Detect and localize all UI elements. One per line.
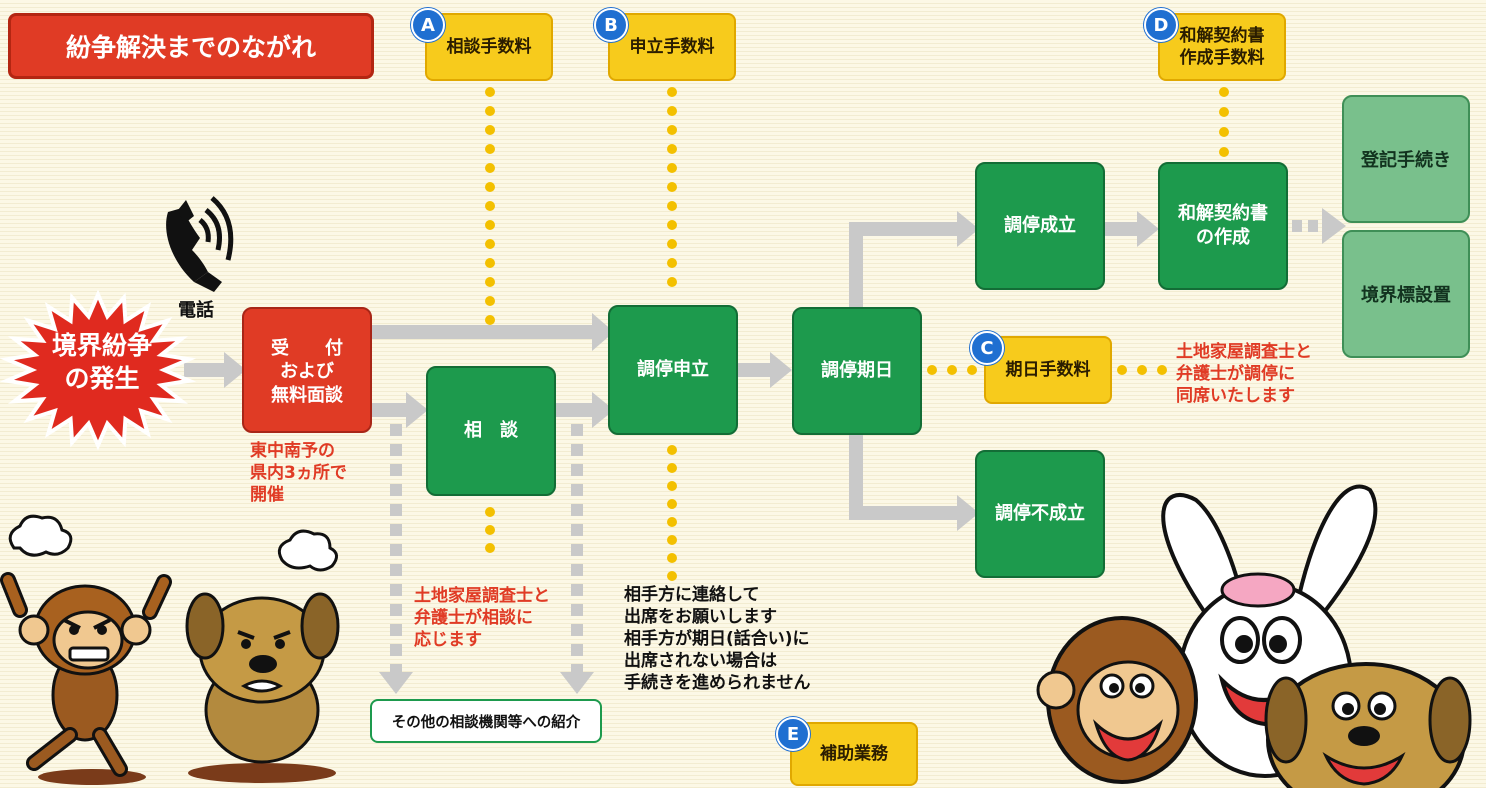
apply-note-line-5: 手続きを進められません <box>624 673 811 694</box>
badge-e-icon: E <box>776 717 810 751</box>
failure-box: 調停不成立 <box>975 450 1105 578</box>
apply-box: 調停申立 <box>608 305 738 435</box>
reception-line-3: 無料面談 <box>271 384 343 406</box>
reception-box: 受 付 および 無料面談 <box>242 307 372 433</box>
fee-c-label: 期日手数料 <box>1005 359 1091 380</box>
fee-e-label: 補助業務 <box>820 743 888 764</box>
fee-d-line-2: 作成手数料 <box>1179 48 1265 68</box>
telephone-icon <box>166 196 234 292</box>
reception-note-line-2: 県内3ヵ所で <box>250 463 347 484</box>
consult-note-line-2: 弁護士が相談に <box>414 608 533 629</box>
event-label: 境界紛争 の発生 <box>18 330 186 410</box>
settlement-line-1: 和解契約書 <box>1178 202 1268 224</box>
apply-note-line-2: 出席をお願いします <box>624 607 777 628</box>
apply-note: 相手方に連絡して 出席をお願いします 相手方が期日(話合い)に 出席されない場合… <box>624 584 811 694</box>
fee-a-box: 相談手数料 <box>425 13 553 81</box>
consult-note-line-3: 応じます <box>414 630 482 651</box>
fee-d-box: 和解契約書 作成手数料 <box>1158 13 1286 81</box>
badge-b-icon: B <box>594 8 628 42</box>
page-title-text: 紛争解決までのながれ <box>65 33 316 62</box>
boundary-marker-label: 境界標設置 <box>1361 285 1451 306</box>
referral-box: その他の相談機関等への紹介 <box>370 699 602 743</box>
apply-label: 調停申立 <box>637 358 709 380</box>
event-line-2: の発生 <box>64 363 140 393</box>
reception-note: 東中南予の 県内3ヵ所で 開催 <box>250 440 347 506</box>
page-title: 紛争解決までのながれ <box>8 13 374 79</box>
angry-dog-illustration <box>185 529 340 783</box>
consult-label: 相 談 <box>464 419 518 441</box>
session-note-line-3: 同席いたします <box>1176 386 1295 407</box>
reception-note-line-1: 東中南予の <box>250 441 335 461</box>
consult-box: 相 談 <box>426 366 556 496</box>
consult-note-line-1: 土地家屋調査士と <box>414 586 550 606</box>
happy-monkey-illustration <box>1036 616 1198 784</box>
badge-a-icon: A <box>411 8 445 42</box>
success-label: 調停成立 <box>1004 214 1076 236</box>
flow-arrows <box>184 211 1159 531</box>
session-label: 調停期日 <box>821 359 893 381</box>
apply-note-line-1: 相手方に連絡して <box>624 585 760 605</box>
starburst-shape <box>0 289 197 451</box>
registration-box: 登記手続き <box>1342 95 1470 223</box>
success-box: 調停成立 <box>975 162 1105 290</box>
session-note-line-2: 弁護士が調停に <box>1176 364 1295 385</box>
fee-b-label: 申立手数料 <box>629 36 715 57</box>
referral-label: その他の相談機関等への紹介 <box>391 714 581 731</box>
reception-line-1: 受 付 <box>271 338 343 359</box>
apply-note-line-3: 相手方が期日(話合い)に <box>624 629 810 650</box>
badge-d-icon: D <box>1144 8 1178 42</box>
phone-label: 電話 <box>178 300 214 321</box>
consult-note: 土地家屋調査士と 弁護士が相談に 応じます <box>414 585 550 651</box>
session-box: 調停期日 <box>792 307 922 435</box>
happy-dog-illustration <box>1264 662 1472 788</box>
fee-dotted-lines <box>485 87 1229 581</box>
fee-a-label: 相談手数料 <box>446 36 532 57</box>
fee-b-box: 申立手数料 <box>608 13 736 81</box>
angry-monkey-illustration <box>0 514 172 785</box>
registration-label: 登記手続き <box>1361 150 1451 171</box>
dashed-arrows <box>379 208 1346 694</box>
badge-c-icon: C <box>970 331 1004 365</box>
apply-note-line-4: 出席されない場合は <box>624 651 777 672</box>
fee-d-line-1: 和解契約書 <box>1179 25 1265 46</box>
event-line-1: 境界紛争 <box>51 331 152 360</box>
session-note: 土地家屋調査士と 弁護士が調停に 同席いたします <box>1176 341 1312 407</box>
boundary-marker-box: 境界標設置 <box>1342 230 1470 358</box>
fee-e-box: 補助業務 <box>790 722 918 786</box>
fee-c-box: 期日手数料 <box>984 336 1112 404</box>
settlement-box: 和解契約書 の作成 <box>1158 162 1288 290</box>
session-note-line-1: 土地家屋調査士と <box>1176 342 1312 362</box>
settlement-line-2: の作成 <box>1196 227 1250 248</box>
failure-label: 調停不成立 <box>995 502 1085 524</box>
reception-line-2: および <box>280 361 334 383</box>
reception-note-line-3: 開催 <box>250 485 284 506</box>
